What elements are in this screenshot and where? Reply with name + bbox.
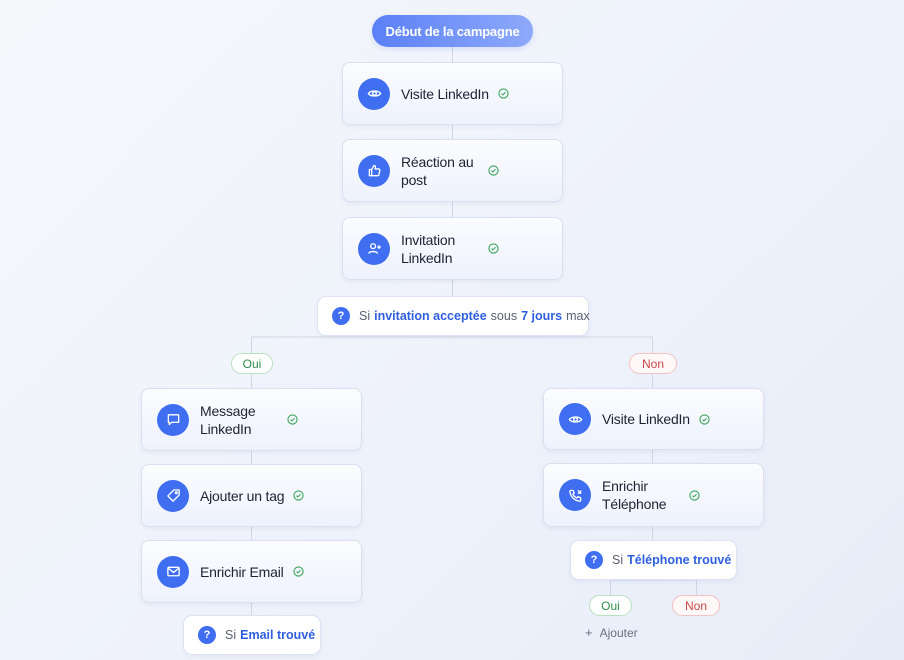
check-circle-icon: [293, 490, 305, 501]
mail-icon: [157, 555, 189, 588]
add-step-label: Ajouter: [599, 625, 638, 640]
step-label: Visite LinkedIn: [401, 85, 489, 102]
check-circle-icon: [498, 88, 509, 99]
eye-icon: [358, 77, 390, 110]
campaign-start-label: Début de la campagne: [385, 23, 520, 39]
branch-no-label: Non: [641, 356, 664, 371]
condition-suffix: max: [566, 309, 590, 323]
question-icon: ?: [198, 626, 216, 644]
sub-branch-yes-label: Oui: [601, 598, 620, 613]
question-icon: ?: [332, 307, 350, 325]
sub-branch-no-label: Non: [684, 598, 707, 613]
step-linkedin-invite[interactable]: Invitation LinkedIn: [342, 217, 563, 280]
step-label: Réaction au post: [401, 153, 474, 188]
condition-highlight: 7 jours: [521, 309, 563, 323]
step-label: Visite LinkedIn: [602, 411, 690, 427]
sub-branch-no-tag: Non: [672, 595, 720, 616]
eye-icon: [559, 403, 591, 435]
check-circle-icon: [287, 414, 298, 425]
condition-highlight: Email trouvé: [240, 628, 316, 642]
check-circle-icon: [292, 566, 304, 577]
condition-email-found[interactable]: ? Si Email trouvé: [183, 615, 321, 655]
condition-prefix: Si: [359, 309, 371, 323]
step-add-tag[interactable]: Ajouter un tag: [141, 464, 362, 527]
thumbs-up-icon: [358, 154, 390, 187]
condition-prefix: Si: [612, 553, 624, 567]
step-visit-linkedin-2[interactable]: Visite LinkedIn: [543, 388, 764, 450]
step-react-post[interactable]: Réaction au post: [342, 139, 563, 202]
condition-highlight: invitation acceptée: [374, 309, 487, 323]
plus-icon: +: [585, 625, 593, 640]
step-enrich-phone[interactable]: Enrichir Téléphone: [543, 463, 764, 527]
sub-branch-yes-tag: Oui: [589, 595, 632, 616]
step-label: Ajouter un tag: [200, 487, 285, 504]
condition-invitation-accepted[interactable]: ? Si invitation acceptée sous 7 jours ma…: [317, 296, 590, 336]
branch-yes-tag: Oui: [231, 353, 273, 374]
check-circle-icon: [689, 489, 700, 501]
step-label: Message LinkedIn: [200, 402, 256, 437]
message-icon: [157, 403, 189, 436]
step-label: Enrichir Téléphone: [602, 478, 667, 512]
add-step-button[interactable]: + Ajouter: [585, 625, 638, 640]
tag-icon: [157, 479, 189, 512]
condition-highlight: Téléphone trouvé: [627, 553, 732, 567]
branch-yes-label: Oui: [242, 356, 262, 371]
question-icon: ?: [585, 551, 603, 569]
check-circle-icon: [699, 413, 710, 425]
check-circle-icon: [488, 243, 499, 254]
step-enrich-email[interactable]: Enrichir Email: [141, 540, 362, 603]
phone-icon: [559, 479, 591, 511]
step-label: Invitation LinkedIn: [401, 231, 456, 266]
campaign-start-pill[interactable]: Début de la campagne: [372, 15, 533, 47]
step-label: Enrichir Email: [200, 563, 284, 580]
step-message-linkedin[interactable]: Message LinkedIn: [141, 388, 362, 451]
step-visit-linkedin[interactable]: Visite LinkedIn: [342, 62, 563, 125]
user-plus-icon: [358, 232, 390, 265]
branch-no-tag: Non: [629, 353, 677, 374]
condition-phone-found[interactable]: ? Si Téléphone trouvé: [570, 540, 737, 580]
condition-prefix: Si: [225, 628, 237, 642]
check-circle-icon: [488, 165, 499, 176]
condition-middle: sous: [490, 309, 518, 323]
